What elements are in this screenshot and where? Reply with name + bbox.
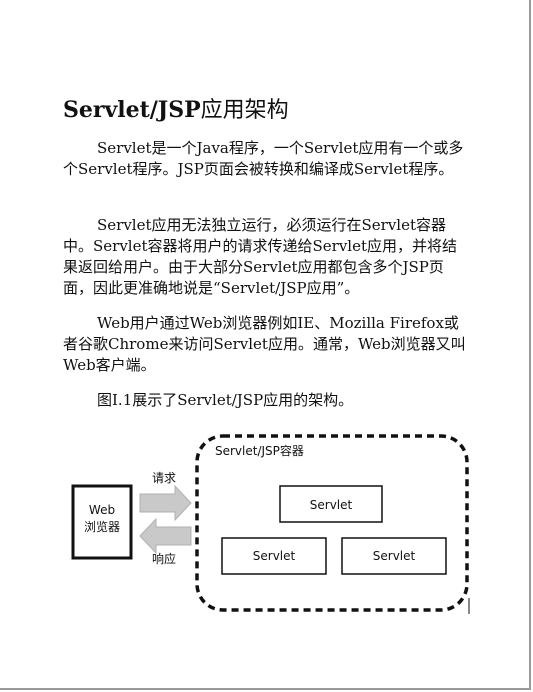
section-heading: Servlet/JSP应用架构 [63, 92, 289, 124]
servlet-box-left [221, 537, 327, 575]
heading-chinese: 应用架构 [200, 98, 289, 123]
heading-latin: Servlet/JSP [63, 97, 201, 123]
servlet-right-label: Servlet [373, 549, 416, 563]
paragraph-4: 图I.1展示了Servlet/JSP应用的架构。 [97, 391, 354, 409]
browser-label-line1: Web [89, 503, 115, 517]
request-label: 请求 [152, 471, 176, 485]
browser-label-line2: 浏览器 [84, 519, 120, 534]
request-arrow [139, 484, 192, 522]
paragraph-3: Web用户通过Web浏览器例如IE、Mozilla Firefox或者谷歌Chr… [63, 314, 466, 374]
servlet-box-right [341, 537, 447, 575]
paragraph-1: Servlet是一个Java程序，一个Servlet应用有一个或多个Servle… [63, 139, 464, 178]
servlet-left-label: Servlet [253, 549, 296, 563]
paragraph-2: Servlet应用无法独立运行，必须运行在Servlet容器中。Servlet容… [63, 216, 458, 297]
response-label: 响应 [152, 551, 176, 566]
servlet-top-label: Servlet [310, 498, 353, 512]
container-label: Servlet/JSP容器 [215, 443, 304, 458]
servlet-container-box [195, 434, 469, 612]
web-browser-box [71, 484, 133, 560]
response-arrow [139, 517, 192, 555]
servlet-box-top [279, 485, 383, 523]
